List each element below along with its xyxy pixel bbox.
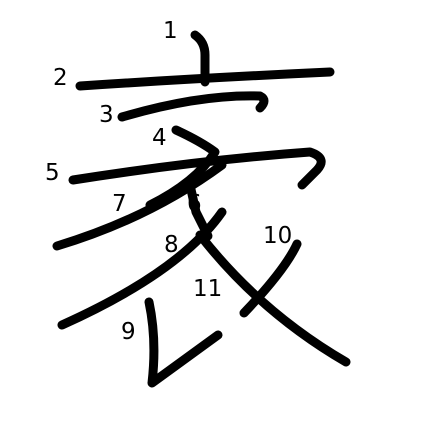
stroke-10 bbox=[239, 239, 302, 318]
stroke-9 bbox=[144, 297, 223, 388]
stroke-number-4: 4 bbox=[152, 125, 167, 151]
stroke-number-11: 11 bbox=[193, 276, 222, 302]
stroke-number-2: 2 bbox=[53, 65, 68, 91]
stroke-8 bbox=[57, 207, 227, 330]
stroke-7 bbox=[52, 160, 227, 251]
stroke-number-5: 5 bbox=[45, 160, 60, 186]
stroke-number-8: 8 bbox=[164, 232, 179, 258]
stroke-number-9: 9 bbox=[121, 319, 136, 345]
stroke-3 bbox=[117, 91, 269, 122]
stroke-number-6: 6 bbox=[187, 191, 202, 217]
stroke-5 bbox=[68, 147, 326, 190]
stroke-numbers: 1 2 3 4 5 6 7 8 9 10 11 bbox=[45, 18, 292, 345]
stroke-number-3: 3 bbox=[99, 102, 114, 128]
stroke-11 bbox=[195, 230, 351, 367]
stroke-2 bbox=[75, 67, 335, 91]
stroke-1 bbox=[190, 30, 210, 87]
strokes bbox=[52, 30, 351, 388]
stroke-number-7: 7 bbox=[112, 191, 127, 217]
stroke-number-10: 10 bbox=[263, 223, 292, 249]
stroke-number-1: 1 bbox=[163, 18, 178, 44]
